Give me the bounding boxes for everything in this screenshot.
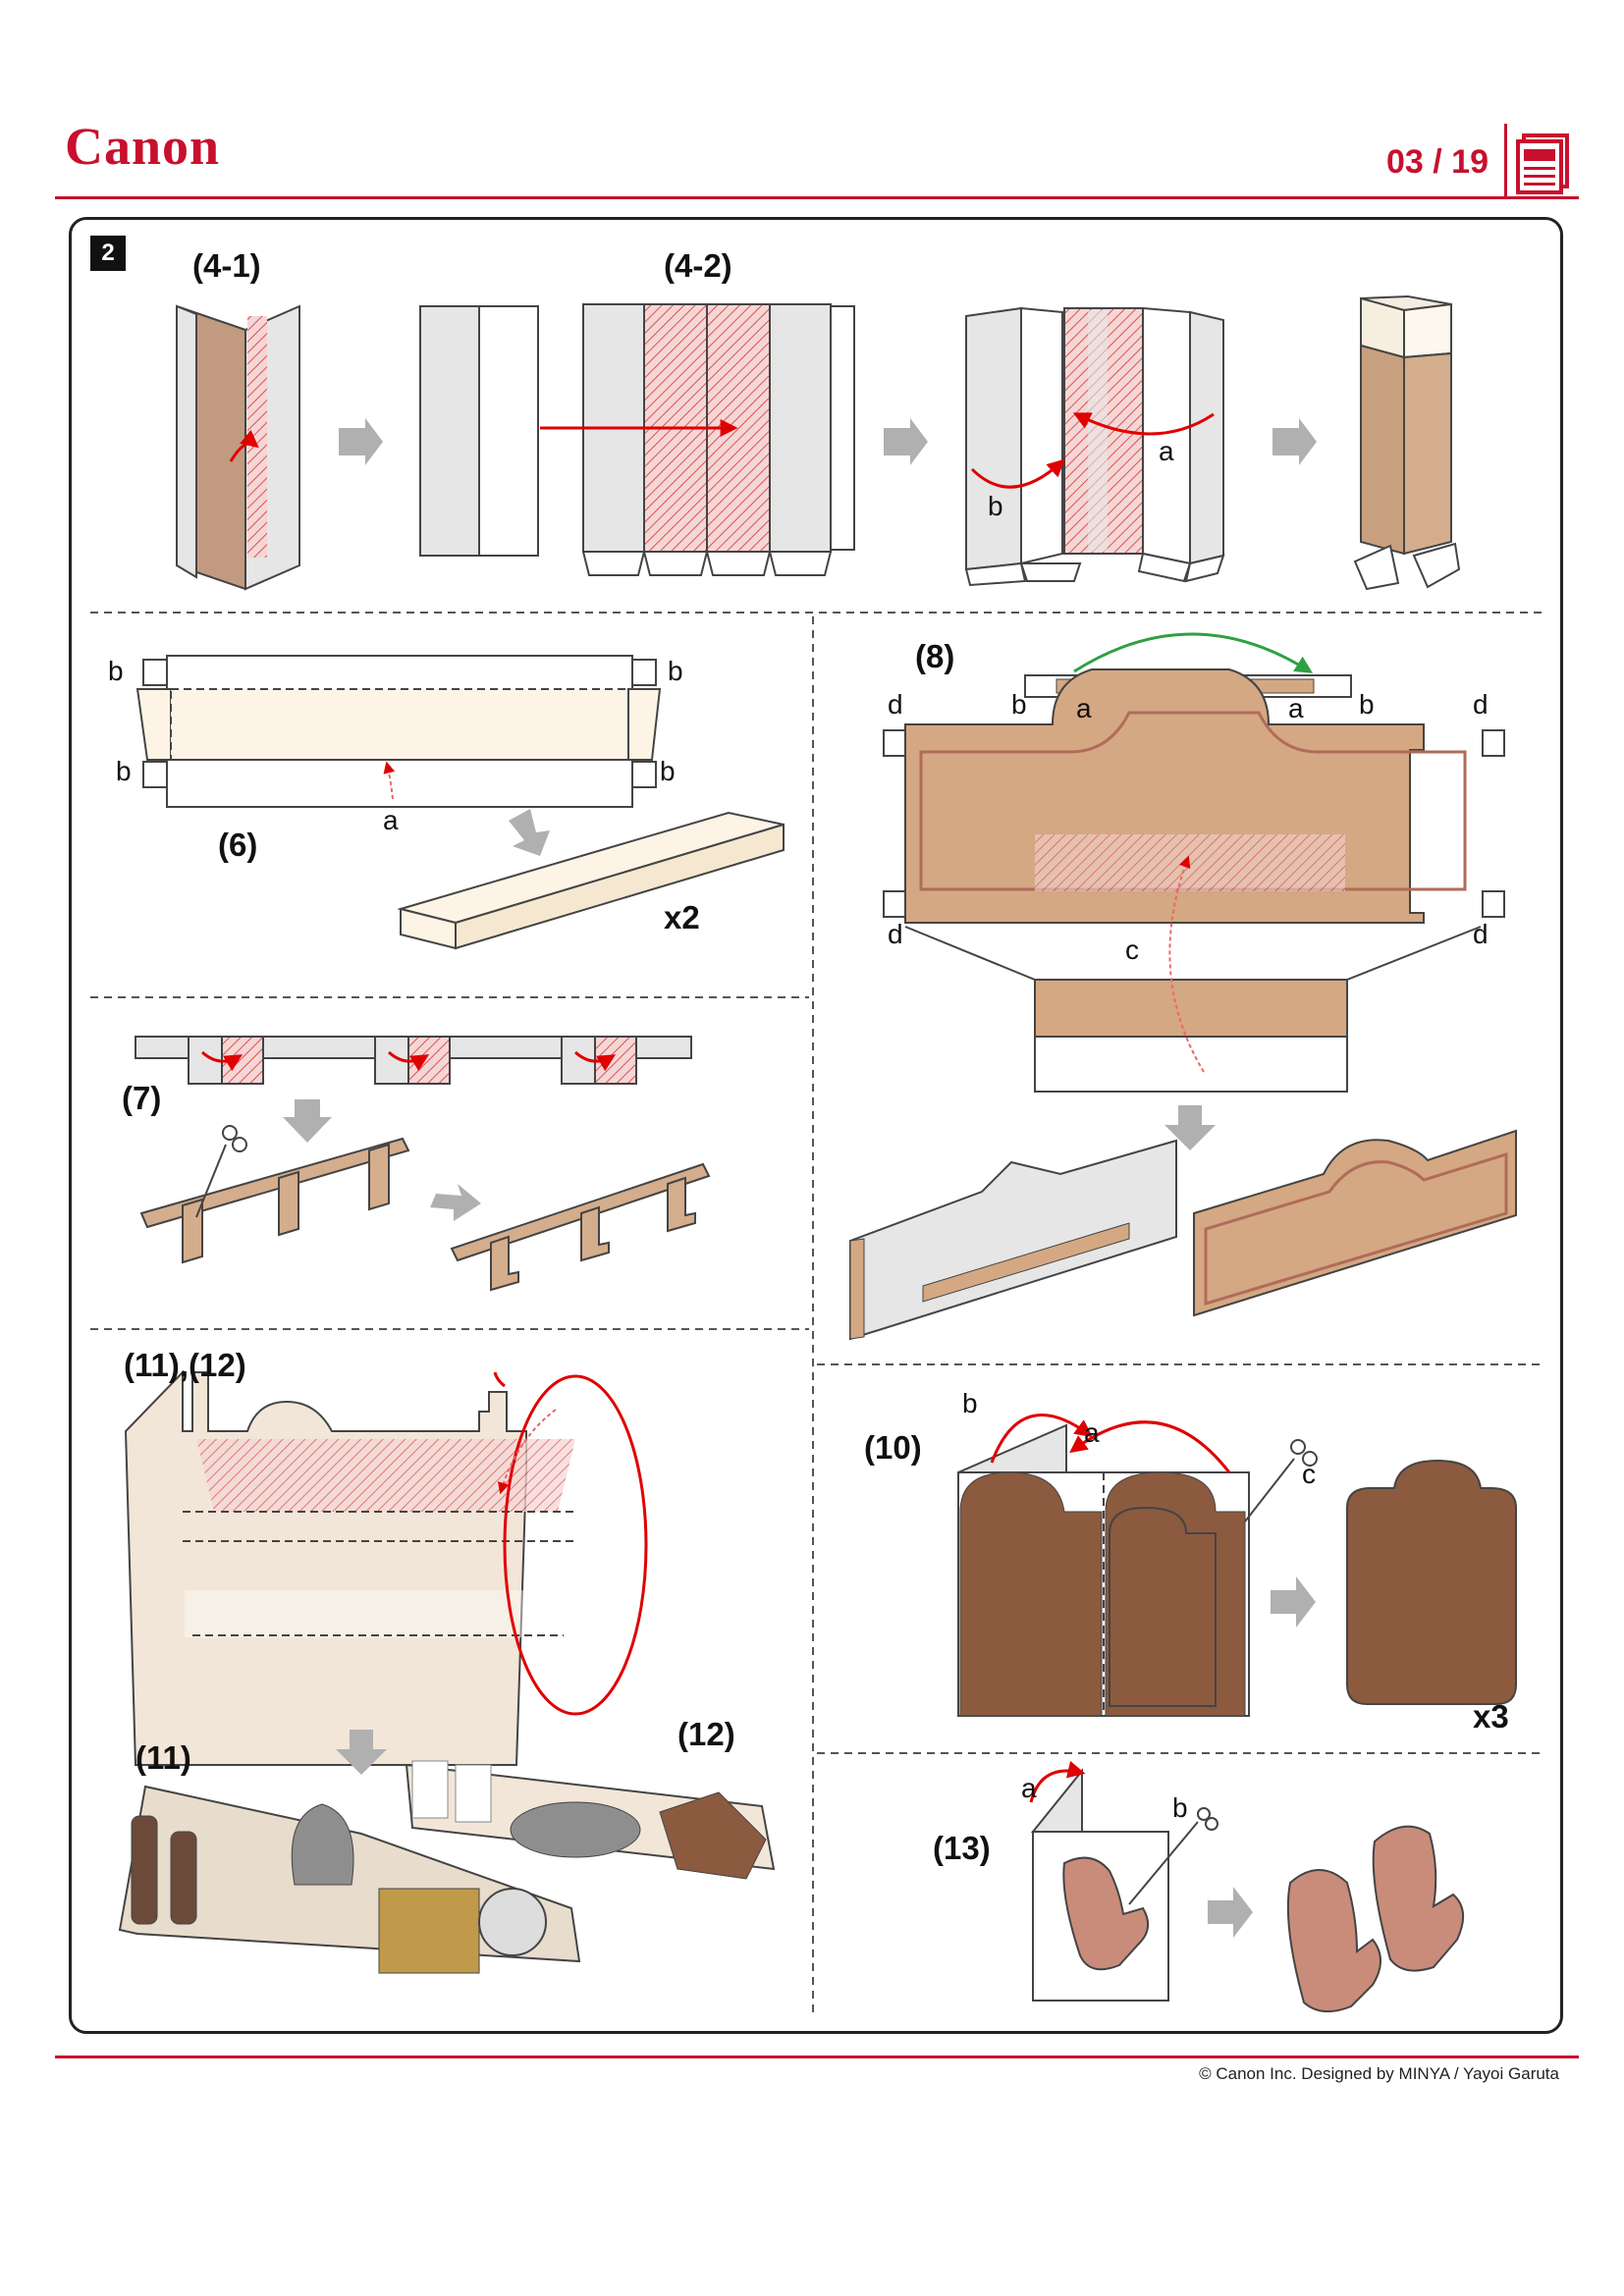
quantity-x3: x3 (1473, 1698, 1509, 1735)
letter-b: b (108, 656, 124, 686)
letter-b: b (962, 1388, 978, 1418)
step-11-12-shelves (118, 1760, 776, 1974)
step-label-4-1: (4-1) (192, 247, 261, 284)
step-4-1-figure (176, 304, 300, 591)
letter-b: b (116, 756, 132, 786)
step-label-7: (7) (122, 1080, 162, 1116)
brand-logo: Canon (65, 117, 221, 176)
step-10-figure (957, 1414, 1318, 1717)
step-11-12-figure (124, 1369, 648, 1766)
step-4-2-folding-figure (964, 306, 1225, 587)
step-label-11: (11) (135, 1739, 191, 1776)
footer-rule (55, 2056, 1579, 2058)
letter-b: b (660, 756, 676, 786)
step-7-figure (135, 1036, 692, 1085)
step-13-figure (1029, 1760, 1218, 2002)
letter-b: b (1359, 689, 1375, 720)
step-8-result-back (849, 1139, 1177, 1341)
step-8-result-front (1193, 1129, 1517, 1317)
letter-d: d (888, 919, 903, 949)
step-8-figure (883, 632, 1505, 1093)
quantity-x2: x2 (664, 899, 700, 935)
letter-a: a (1076, 693, 1092, 723)
letter-a: a (1288, 693, 1304, 723)
step-label-13: (13) (933, 1830, 991, 1866)
step-label-8: (8) (915, 638, 955, 674)
step-label-11-12: (11),(12) (124, 1347, 246, 1383)
document-icon[interactable] (1502, 122, 1581, 200)
step-6-result-block (397, 811, 785, 950)
mitten-icon (1286, 1825, 1464, 2013)
page-indicator: 03 / 19 (1386, 143, 1489, 181)
letter-b: b (1011, 689, 1027, 720)
letter-a: a (1084, 1417, 1100, 1448)
gray-arrow (339, 418, 383, 465)
step-4-2-figure (540, 303, 855, 576)
step-4-result-column (1353, 294, 1461, 591)
letter-c: c (1125, 934, 1139, 965)
step-label-10: (10) (864, 1429, 922, 1466)
letter-d: d (888, 689, 903, 720)
section-badge: 2 (90, 236, 126, 271)
step-4-2-fold-strip (419, 305, 539, 557)
letter-a: a (1021, 1773, 1037, 1803)
letter-b: b (1172, 1792, 1188, 1823)
step-label-12: (12) (677, 1716, 735, 1752)
letter-a: a (383, 805, 399, 835)
letter-a: a (1159, 436, 1174, 466)
letter-b: b (988, 491, 1003, 521)
scissors-icon (195, 1125, 247, 1218)
letter-d: d (1473, 689, 1489, 720)
letter-c: c (1302, 1459, 1316, 1489)
letter-d: d (1473, 919, 1489, 949)
step-6-figure (135, 655, 662, 808)
step-label-4-2: (4-2) (664, 247, 732, 284)
header-rule (55, 196, 1579, 199)
footer-credit: © Canon Inc. Designed by MINYA / Yayoi G… (1199, 2064, 1559, 2083)
instruction-panel (69, 217, 1563, 2034)
step-7-rack-left (139, 1137, 410, 1264)
step-10-result-tag (1346, 1459, 1517, 1705)
step-label-6: (6) (218, 827, 258, 863)
letter-b: b (668, 656, 683, 686)
step-7-rack-right (450, 1162, 711, 1292)
